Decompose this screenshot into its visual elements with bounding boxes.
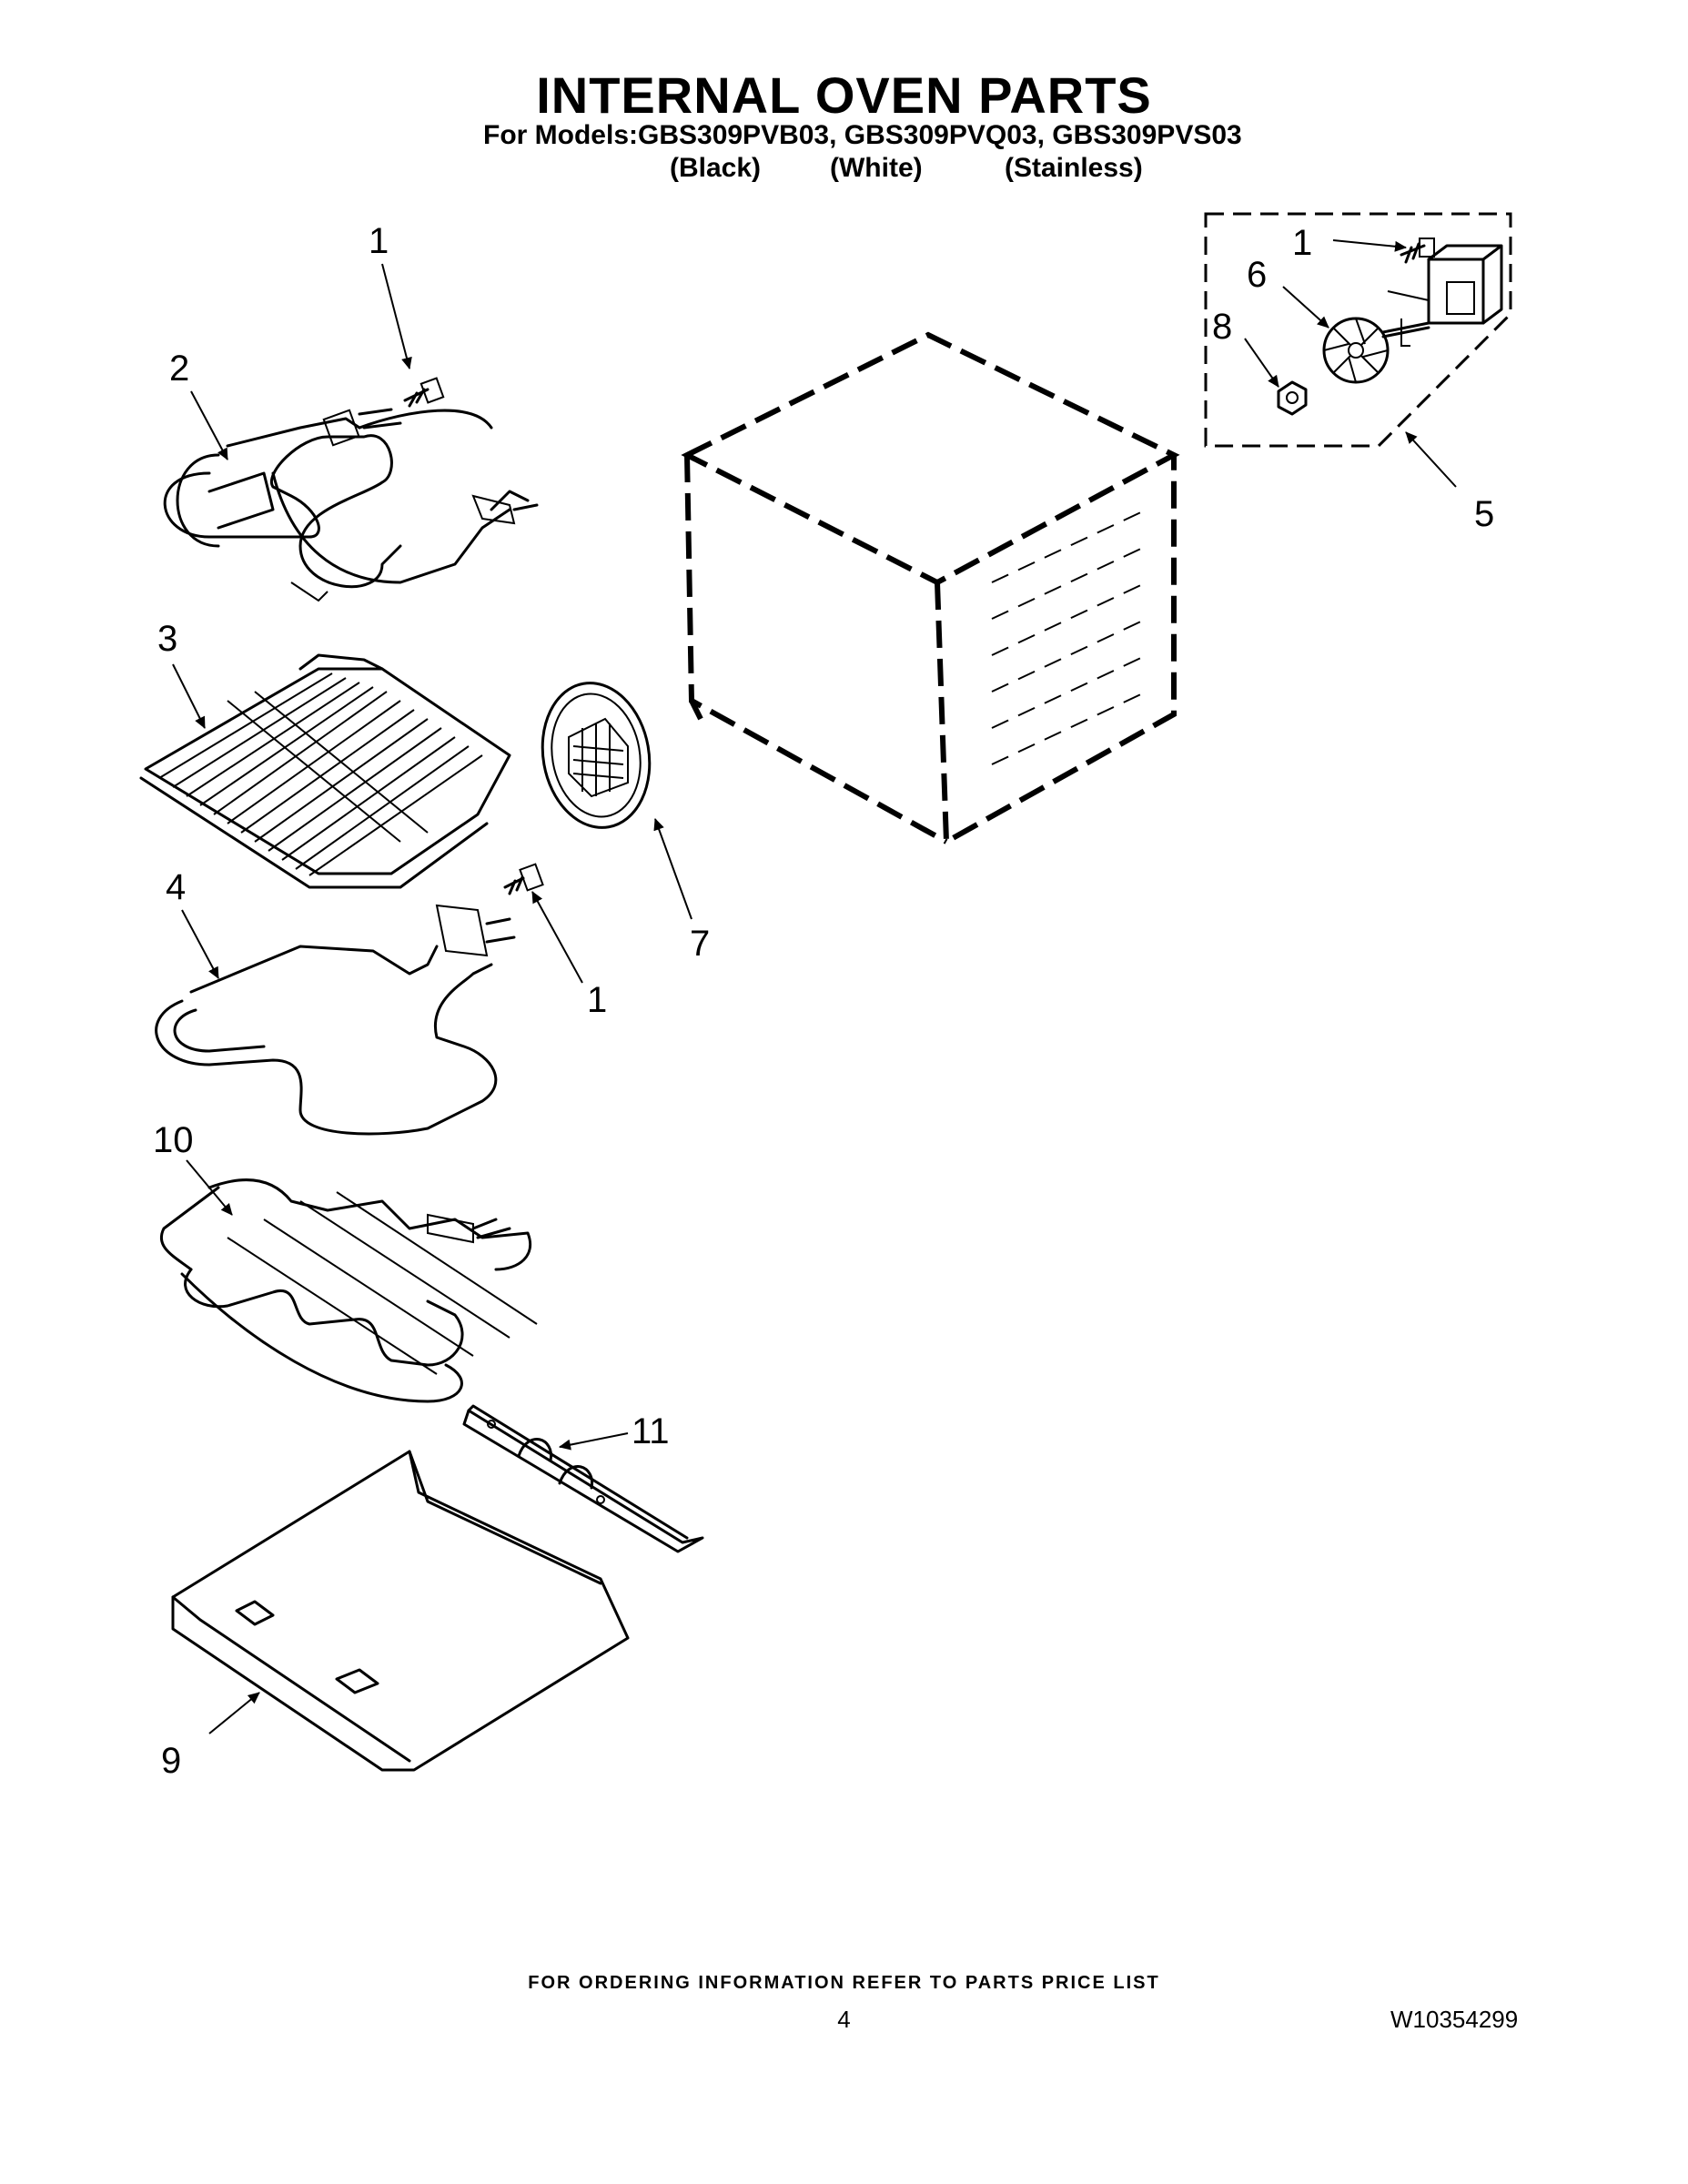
- leader-4: [181, 909, 219, 979]
- fan-blade: [1322, 317, 1390, 384]
- nut: [1277, 380, 1308, 416]
- callout-10: 10: [153, 1120, 194, 1160]
- callout-11: 11: [632, 1411, 670, 1451]
- oven-rack: [139, 653, 511, 889]
- callout-1-box: 1: [1292, 223, 1312, 263]
- oven-cavity: [681, 331, 1180, 847]
- models-line: For Models:GBS309PVB03, GBS309PVQ03, GBS…: [483, 120, 1242, 150]
- bake-element-upper: [163, 408, 539, 602]
- screw-top: [403, 377, 445, 408]
- callout-1-top: 1: [369, 221, 389, 261]
- page-number: 4: [837, 2006, 851, 2033]
- page-title: INTERNAL OVEN PARTS: [536, 66, 1152, 124]
- bottom-pan: [171, 1450, 630, 1772]
- screw-box: [1400, 238, 1435, 264]
- callout-2: 2: [169, 349, 189, 389]
- bracket: [462, 1404, 704, 1553]
- callout-6: 6: [1247, 255, 1267, 295]
- leader-2: [190, 390, 228, 460]
- variant-white: (White): [830, 153, 923, 183]
- leader-8: [1244, 338, 1279, 388]
- leader-7: [653, 818, 692, 920]
- callout-1-mid: 1: [587, 980, 607, 1020]
- convection-element: [159, 1178, 538, 1403]
- callout-3: 3: [157, 619, 177, 659]
- leader-1-top: [381, 263, 412, 369]
- ordering-note: FOR ORDERING INFORMATION REFER TO PARTS …: [528, 1973, 1160, 1993]
- leader-1-mid: [531, 891, 583, 984]
- callout-8: 8: [1212, 307, 1232, 347]
- fan-motor-assembly: [1204, 212, 1512, 448]
- callout-4: 4: [166, 867, 186, 907]
- leader-6: [1282, 286, 1329, 329]
- leader-5: [1405, 431, 1457, 488]
- screw-mid: [503, 863, 544, 895]
- convection-cover: [541, 682, 652, 829]
- broil-element: [155, 904, 516, 1136]
- leader-11: [559, 1432, 629, 1451]
- leader-3: [172, 663, 206, 729]
- callout-5: 5: [1474, 494, 1494, 534]
- variant-stainless: (Stainless): [1005, 153, 1143, 183]
- leader-10: [186, 1159, 233, 1216]
- leader-1-box: [1332, 239, 1407, 252]
- callout-7: 7: [690, 924, 710, 964]
- variant-black: (Black): [670, 153, 762, 183]
- callout-9: 9: [161, 1741, 181, 1781]
- leader-9: [208, 1692, 260, 1734]
- document-number: W10354299: [1390, 2006, 1519, 2033]
